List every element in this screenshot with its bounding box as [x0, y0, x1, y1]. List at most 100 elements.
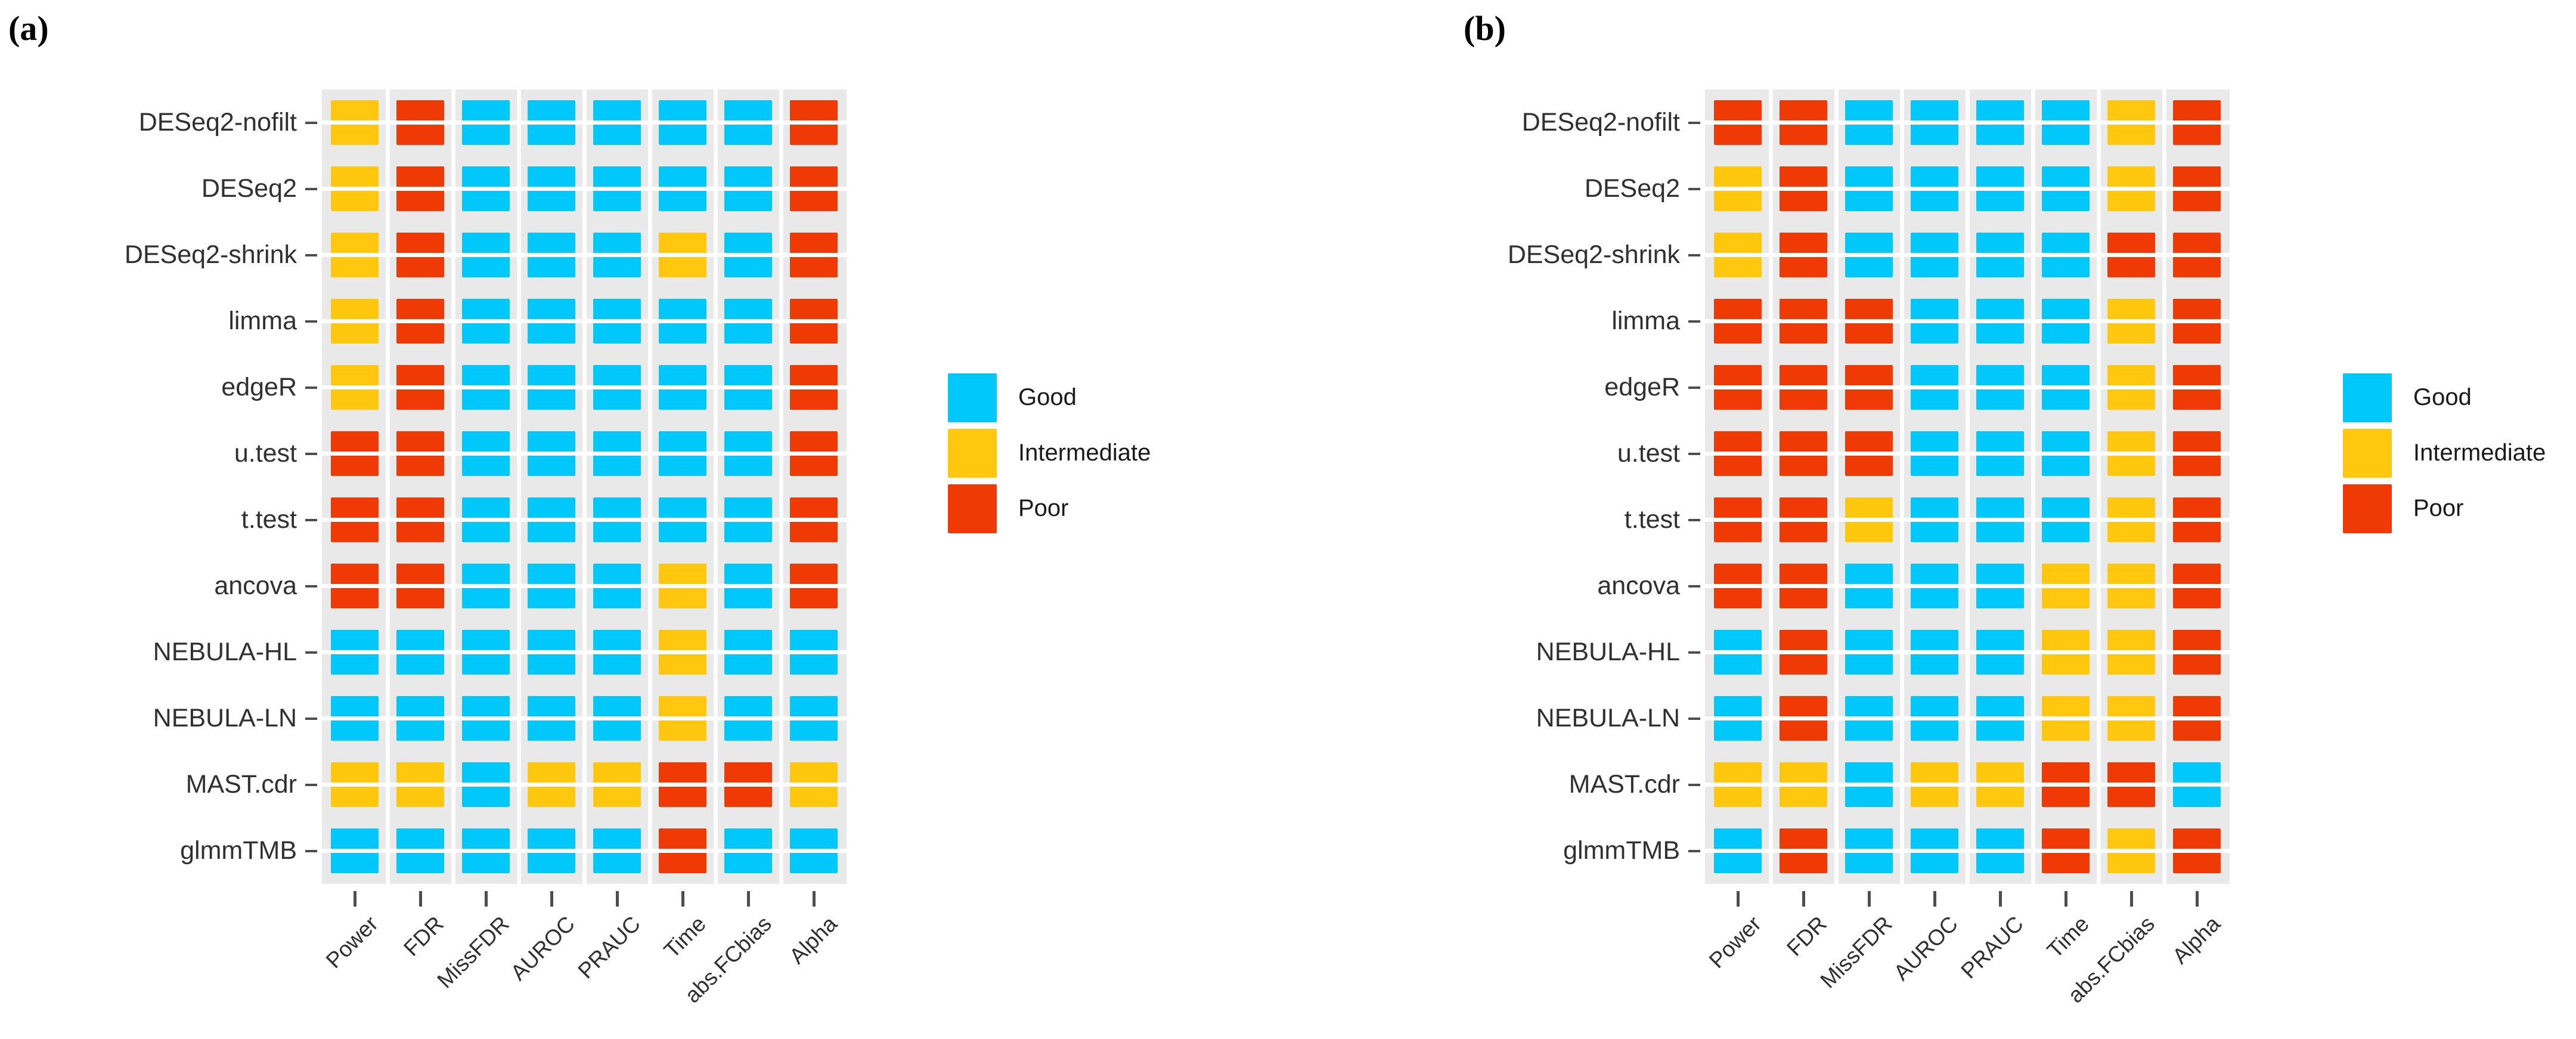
heatmap-tile [396, 298, 444, 344]
heatmap-tile [462, 232, 510, 278]
legend-item: Good [948, 370, 1151, 425]
heatmap-tile [659, 364, 706, 410]
heatmap-tile [1976, 298, 2024, 344]
heatmap-tile [396, 431, 444, 477]
heatmap-cell [650, 354, 715, 420]
heatmap-tile [724, 431, 772, 477]
x-axis-tick-mark [1933, 891, 1936, 907]
y-axis-label-text: DESeq2 [1584, 174, 1680, 203]
heatmap-tile [593, 563, 641, 609]
heatmap-cell [519, 288, 584, 354]
heatmap-cell [388, 222, 453, 288]
y-axis-label: limma [1383, 288, 1705, 354]
heatmap-cell [1902, 619, 1967, 685]
heatmap-cell [453, 487, 519, 553]
y-axis-label: ancova [1383, 553, 1705, 619]
heatmap-cell [584, 752, 650, 818]
heatmap-tile [2173, 497, 2221, 543]
y-axis-tick-mark [1688, 386, 1700, 389]
heatmap-tile [1976, 762, 2024, 808]
heatmap-cell [453, 818, 519, 884]
y-axis-label: DESeq2 [0, 156, 322, 222]
heatmap-cell [715, 553, 781, 619]
heatmap-cell [388, 619, 453, 685]
heatmap-cell [1902, 685, 1967, 752]
heatmap-tile [2042, 762, 2090, 808]
legend-item: Poor [948, 481, 1151, 536]
heatmap-cell [715, 487, 781, 553]
x-axis-tick-mark [1998, 891, 2002, 907]
heatmap-tile [1714, 695, 1762, 741]
heatmap-tile [790, 431, 838, 477]
heatmap-tile [331, 563, 379, 609]
heatmap-cell [2098, 685, 2164, 752]
heatmap-cell [584, 685, 650, 752]
panel-a-x-ticks [322, 884, 847, 908]
heatmap-tile [1780, 629, 1827, 675]
heatmap-tile [2042, 100, 2090, 146]
heatmap-cell [2098, 752, 2164, 818]
heatmap-cell [388, 487, 453, 553]
y-axis-tick-mark [305, 849, 317, 852]
heatmap-tile [331, 497, 379, 543]
x-axis-tick-mark [681, 891, 684, 907]
heatmap-tile [593, 232, 641, 278]
heatmap-cell [1967, 752, 2033, 818]
heatmap-cell [322, 420, 388, 487]
heatmap-cell [584, 156, 650, 222]
heatmap-tile [724, 497, 772, 543]
heatmap-cell [2164, 354, 2230, 420]
panel-b-tag: (b) [1464, 9, 1506, 48]
heatmap-tile [1780, 762, 1827, 808]
y-axis-label-text: ancova [1597, 571, 1680, 600]
y-axis-tick-mark [305, 518, 317, 521]
heatmap-tile [1714, 563, 1762, 609]
heatmap-tile [331, 232, 379, 278]
heatmap-tile [790, 629, 838, 675]
heatmap-tile [2107, 563, 2155, 609]
heatmap-tile [2173, 762, 2221, 808]
heatmap-tile [1845, 497, 1893, 543]
y-axis-label-text: glmmTMB [1563, 836, 1680, 865]
x-axis-tick-mark [484, 891, 488, 907]
heatmap-tile [1780, 232, 1827, 278]
y-axis-label: DESeq2-shrink [0, 222, 322, 288]
y-axis-tick-mark [305, 717, 317, 720]
heatmap-tile [1845, 563, 1893, 609]
heatmap-cell [715, 222, 781, 288]
y-axis-label: NEBULA-HL [0, 619, 322, 685]
heatmap-tile [2173, 563, 2221, 609]
heatmap-cell [715, 288, 781, 354]
y-axis-label-text: NEBULA-HL [153, 638, 297, 666]
heatmap-tile [1911, 563, 1958, 609]
heatmap-cell [1902, 222, 1967, 288]
heatmap-tile [2042, 828, 2090, 874]
heatmap-cell [584, 619, 650, 685]
x-axis-tick-mark [615, 891, 619, 907]
heatmap-cell [453, 553, 519, 619]
heatmap-tile [331, 629, 379, 675]
heatmap-tile [1845, 232, 1893, 278]
heatmap-cell [2033, 420, 2098, 487]
heatmap-tile [331, 431, 379, 477]
heatmap-tile [528, 563, 575, 609]
heatmap-cell [453, 420, 519, 487]
x-axis-label: AUROC [1889, 911, 1963, 985]
heatmap-tile [659, 563, 706, 609]
heatmap-cell [322, 89, 388, 156]
heatmap-cell [2098, 156, 2164, 222]
heatmap-cell [650, 619, 715, 685]
heatmap-cell [650, 752, 715, 818]
heatmap-tile [2042, 497, 2090, 543]
y-axis-label-text: MAST.cdr [185, 770, 297, 799]
heatmap-tile [2173, 298, 2221, 344]
heatmap-tile [462, 828, 510, 874]
x-axis-tick-mark [1802, 891, 1805, 907]
heatmap-cell [1836, 553, 1902, 619]
heatmap-tile [528, 431, 575, 477]
heatmap-cell [650, 487, 715, 553]
